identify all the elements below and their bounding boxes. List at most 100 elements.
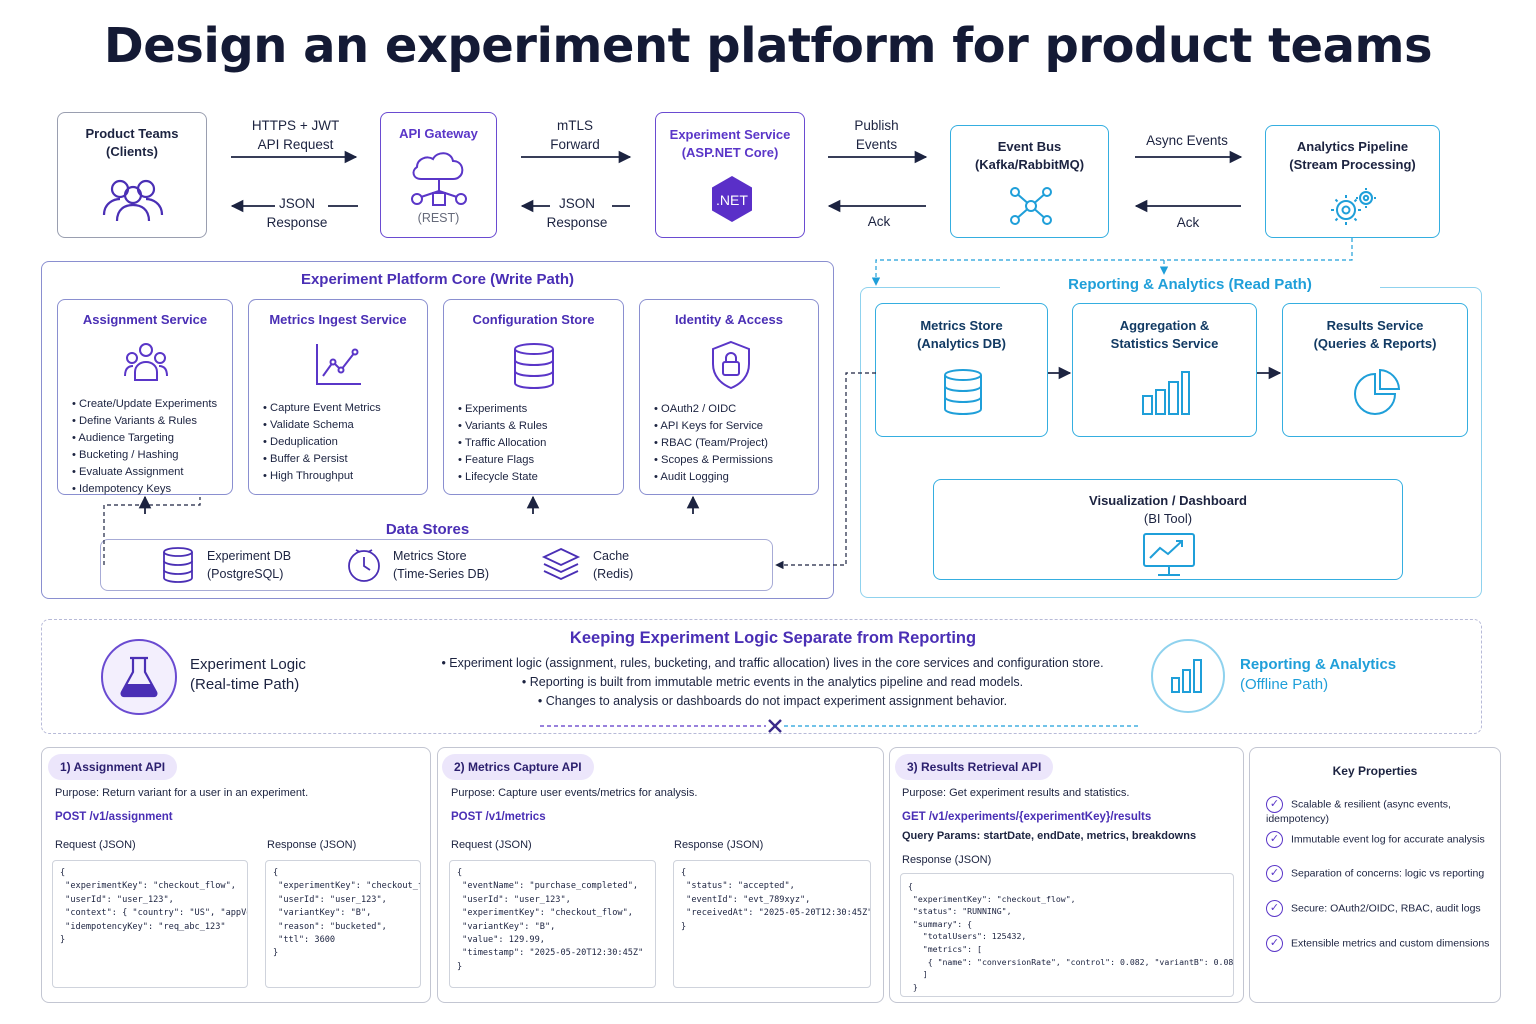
separation-title: Keeping Experiment Logic Separate from R… (569, 629, 977, 647)
experiment-logic-title: Experiment Logic (190, 656, 306, 673)
list-item: Audit Logging (654, 469, 773, 486)
analytics-metrics-store-card[interactable]: Metrics Store (Analytics DB) (875, 303, 1048, 437)
analytics-pipeline-box[interactable]: Analytics Pipeline (Stream Processing) (1265, 125, 1440, 238)
metrics-store-type: (Time-Series DB) (393, 567, 490, 581)
list-item: Buffer & Persist (263, 451, 381, 468)
results-response-code: { "experimentKey": "checkout_flow", "sta… (900, 873, 1234, 997)
assignment-request-code: { "experimentKey": "checkout_flow", "use… (52, 860, 248, 988)
experiment-service-sublabel: (ASP.NET Core) (681, 145, 779, 160)
check-circle-icon: ✓ (1266, 831, 1283, 848)
database-icon (163, 547, 193, 583)
list-item: Evaluate Assignment (72, 464, 217, 481)
aggregation-service-sublabel: Statistics Service (1110, 336, 1219, 351)
key-property-item: ✓Secure: OAuth2/OIDC, RBAC, audit logs (1266, 900, 1481, 917)
reporting-offline-subtitle: (Offline Path) (1240, 676, 1329, 693)
api-gateway-sublabel: (REST) (417, 211, 460, 225)
cache-name: Cache (593, 549, 630, 563)
assignment-api-endpoint[interactable]: POST /v1/assignment (55, 811, 173, 823)
results-api-endpoint[interactable]: GET /v1/experiments/{experimentKey}/resu… (902, 811, 1152, 823)
list-item: Variants & Rules (458, 418, 548, 435)
experiment-logic-label: Experiment Logic (Real-time Path) (190, 655, 306, 695)
results-retrieval-api-pill: 3) Results Retrieval API (895, 754, 1054, 780)
metrics-request-label: Request (JSON) (451, 839, 532, 851)
list-item: API Keys for Service (654, 418, 773, 435)
analytics-circle-icon (1151, 639, 1225, 713)
aggregation-service-card[interactable]: Aggregation & Statistics Service (1072, 303, 1257, 437)
product-teams-box[interactable]: Product Teams (Clients) (57, 112, 207, 238)
arrow3-label-bot: Ack (867, 214, 891, 229)
arrow2-label-top2: Forward (550, 137, 600, 152)
list-item: Idempotency Keys (72, 481, 217, 498)
metrics-ingest-card[interactable]: Metrics Ingest Service Capture Event Met… (248, 299, 428, 495)
arrow4-label-top: Async Events (1146, 133, 1228, 148)
arrow2-label-bot2: Response (546, 215, 608, 230)
configuration-store-card[interactable]: Configuration Store Experiments Variants… (443, 299, 624, 495)
assignment-response-code: { "experimentKey": "checkout_flow", "use… (265, 860, 421, 988)
check-circle-icon: ✓ (1266, 865, 1283, 882)
identity-access-card[interactable]: Identity & Access OAuth2 / OIDC API Keys… (639, 299, 819, 495)
analytics-metrics-store-sublabel: (Analytics DB) (917, 336, 1006, 351)
experiment-logic-subtitle: (Real-time Path) (190, 676, 300, 693)
assignment-response-label: Response (JSON) (267, 839, 357, 851)
list-item: Experiments (458, 401, 548, 418)
list-item: • Changes to analysis or dashboards do n… (537, 694, 1008, 708)
metrics-request-code: { "eventName": "purchase_completed", "us… (449, 860, 656, 988)
list-item: Create/Update Experiments (72, 396, 217, 413)
shield-lock-icon (712, 340, 750, 390)
pie-chart-icon (1354, 368, 1401, 415)
experiment-db-label: Experiment DB (PostgreSQL) (207, 547, 291, 583)
experiment-service-box[interactable]: Experiment Service (ASP.NET Core) .NET (655, 112, 805, 238)
list-item: Deduplication (263, 434, 381, 451)
results-service-card[interactable]: Results Service (Queries & Reports) (1282, 303, 1468, 437)
assignment-service-card[interactable]: Assignment Service Create/Update Experim… (57, 299, 233, 495)
visualization-dashboard-card[interactable]: Visualization / Dashboard (BI Tool) (933, 479, 1403, 580)
list-item: Feature Flags (458, 452, 548, 469)
list-item: Capture Event Metrics (263, 400, 381, 417)
card-title-assignment: Assignment Service (82, 312, 208, 327)
metrics-store-name: Metrics Store (393, 549, 467, 563)
metrics-store-label: Metrics Store (Time-Series DB) (393, 547, 489, 583)
results-retrieval-api-panel: 3) Results Retrieval API Purpose: Get ex… (889, 747, 1244, 1003)
card-title-configuration-store: Configuration Store (472, 312, 595, 327)
analytics-pipeline-sublabel: (Stream Processing) (1289, 157, 1416, 172)
arrow2-label-top1: mTLS (556, 118, 593, 133)
card-title-metrics-ingest: Metrics Ingest Service (269, 312, 407, 327)
database-icon (514, 343, 554, 390)
cache-type: (Redis) (593, 567, 634, 581)
event-bus-label: Event Bus (997, 139, 1062, 154)
metrics-capture-api-pill: 2) Metrics Capture API (442, 754, 594, 780)
users-group-icon (102, 179, 164, 222)
arrow1-label-top2: API Request (257, 137, 334, 152)
configuration-store-list: Experiments Variants & Rules Traffic All… (458, 401, 548, 486)
analytics-pipeline-label: Analytics Pipeline (1296, 139, 1409, 154)
list-item: Validate Schema (263, 417, 381, 434)
metrics-response-code: { "status": "accepted", "eventId": "evt_… (673, 860, 871, 988)
api-gateway-box[interactable]: API Gateway (REST) (380, 112, 497, 238)
gears-icon (1331, 188, 1376, 225)
arrow2-label-bot1: JSON (558, 196, 595, 211)
key-properties-panel: Key Properties ✓Scalable & resilient (as… (1249, 747, 1501, 1003)
arrow1-label-top1: HTTPS + JWT (251, 118, 340, 133)
identity-access-list: OAuth2 / OIDC API Keys for Service RBAC … (654, 401, 773, 486)
list-item: Traffic Allocation (458, 435, 548, 452)
list-item: OAuth2 / OIDC (654, 401, 773, 418)
metrics-capture-api-endpoint[interactable]: POST /v1/metrics (451, 811, 546, 823)
assignment-api-purpose: Purpose: Return variant for a user in an… (55, 787, 309, 799)
network-nodes-icon (1010, 187, 1052, 225)
results-service-label: Results Service (1326, 318, 1424, 333)
list-item: • Experiment logic (assignment, rules, b… (441, 656, 1104, 670)
flask-icon (101, 639, 177, 715)
results-api-query-params: Query Params: startDate, endDate, metric… (902, 830, 1197, 842)
list-item: Define Variants & Rules (72, 413, 217, 430)
dotnet-badge-text: .NET (716, 192, 748, 208)
event-bus-box[interactable]: Event Bus (Kafka/RabbitMQ) (950, 125, 1109, 238)
assignment-features-list: Create/Update Experiments Define Variant… (72, 396, 217, 498)
metrics-response-label: Response (JSON) (674, 839, 764, 851)
reporting-offline-label: Reporting & Analytics (Offline Path) (1240, 655, 1396, 695)
assignment-api-pill: 1) Assignment API (48, 754, 178, 780)
check-circle-icon: ✓ (1266, 900, 1283, 917)
experiment-service-label: Experiment Service (669, 127, 791, 142)
arrow4-label-bot: Ack (1176, 215, 1200, 230)
read-path-title: Reporting & Analytics (Read Path) (1000, 276, 1380, 293)
cloud-network-icon (411, 152, 467, 206)
